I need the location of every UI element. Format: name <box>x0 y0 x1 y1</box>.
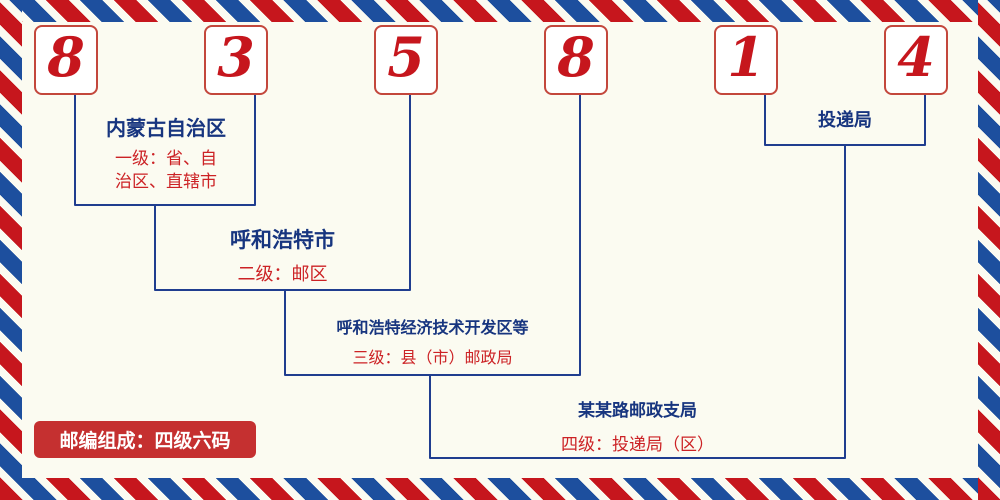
digit-box-5: 1 <box>714 25 778 95</box>
airmail-border-top <box>0 0 1000 22</box>
level3-desc: 三级：县（市）邮政局 <box>352 348 513 367</box>
digit-3: 5 <box>387 25 425 89</box>
airmail-border-left <box>0 0 22 500</box>
level2-name: 呼和浩特市 <box>230 228 335 252</box>
delivery-office-label: 投递局 <box>767 106 923 132</box>
level1-name: 内蒙古自治区 <box>106 116 226 140</box>
level3-label: 呼和浩特经济技术开发区等 三级：县（市）邮政局 <box>287 314 578 369</box>
composition-badge: 邮编组成：四级六码 <box>34 421 256 458</box>
digit-box-3: 5 <box>374 25 438 95</box>
level1-desc-line2: 治区、直辖市 <box>115 171 217 192</box>
level3-name: 呼和浩特经济技术开发区等 <box>336 318 529 337</box>
digit-6: 4 <box>897 25 935 89</box>
level4-label: 某某路邮政支局 四级：投递局（区） <box>432 396 843 457</box>
airmail-border-bottom <box>0 478 1000 500</box>
digit-1: 8 <box>47 25 85 89</box>
airmail-border-right <box>978 0 1000 500</box>
level1-label: 内蒙古自治区 一级：省、自 治区、直辖市 <box>78 112 254 194</box>
level4-desc: 四级：投递局（区） <box>561 435 714 455</box>
level2-desc: 二级：邮区 <box>237 264 328 285</box>
digit-5: 1 <box>727 25 765 89</box>
level4-name: 某某路邮政支局 <box>578 401 697 421</box>
digit-box-4: 8 <box>544 25 608 95</box>
digit-4: 8 <box>557 25 595 89</box>
digit-box-2: 3 <box>204 25 268 95</box>
level1-desc-line1: 一级：省、自 <box>115 149 217 169</box>
digit-box-1: 8 <box>34 25 98 95</box>
level2-label: 呼和浩特市 二级：邮区 <box>157 224 408 287</box>
level1-desc: 一级：省、自 治区、直辖市 <box>78 148 254 194</box>
digit-box-6: 4 <box>884 25 948 95</box>
digit-2: 3 <box>217 25 255 89</box>
delivery-office-name: 投递局 <box>818 110 872 131</box>
composition-badge-text: 邮编组成：四级六码 <box>59 430 231 452</box>
